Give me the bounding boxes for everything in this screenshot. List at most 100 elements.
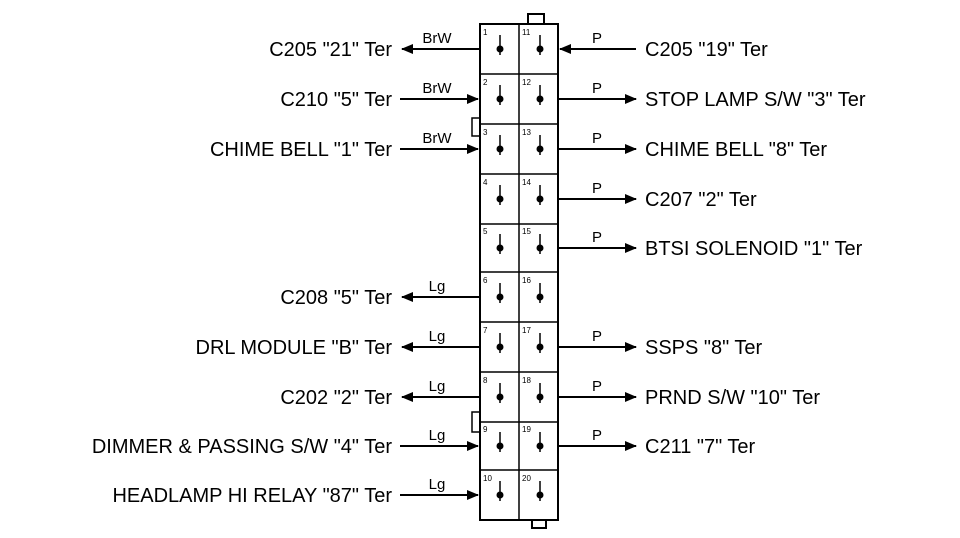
pin-12: 12	[522, 78, 544, 105]
pin-3: 3	[483, 128, 504, 155]
housing-top-tab	[527, 13, 545, 25]
wire-color-label: Lg	[429, 427, 446, 444]
pin-dot	[496, 293, 504, 301]
circuit-label: CHIME BELL "8" Ter	[645, 139, 827, 161]
wire-color-label: Lg	[429, 378, 446, 395]
pin-dot	[496, 244, 504, 252]
pin-dot	[496, 343, 504, 351]
pin-number: 13	[522, 128, 531, 137]
pin-dot	[536, 343, 544, 351]
pin-1: 1	[483, 28, 504, 55]
wire-color-label: P	[592, 30, 602, 47]
pin-dot	[536, 442, 544, 450]
circuit-label: C210 "5" Ter	[280, 89, 392, 111]
housing-bottom-tab	[531, 519, 547, 529]
pin-number: 15	[522, 227, 531, 236]
left-circuit-pin-6: C208 "5" Ter Lg	[280, 278, 480, 309]
pin-15: 15	[522, 227, 544, 254]
pin-number: 18	[522, 376, 531, 385]
pin-11: 11	[522, 28, 544, 55]
left-circuit-pin-1: C205 "21" Ter BrW	[269, 30, 480, 61]
pin-14: 14	[522, 178, 544, 205]
circuit-label: CHIME BELL "1" Ter	[210, 139, 392, 161]
pin-dot	[536, 45, 544, 53]
right-circuit-pin-15: BTSI SOLENOID "1" Ter P	[558, 229, 863, 260]
circuit-label: DRL MODULE "B" Ter	[196, 337, 393, 359]
pin-6: 6	[483, 276, 504, 303]
pin-number: 1	[483, 28, 488, 37]
pin-13: 13	[522, 128, 544, 155]
right-circuit-pin-19: C211 "7" Ter P	[558, 427, 756, 458]
left-circuit-pin-10: HEADLAMP HI RELAY "87" Ter Lg	[112, 476, 479, 507]
wire-color-label: BrW	[422, 30, 452, 47]
pin-9: 9	[483, 425, 504, 452]
pin-7: 7	[483, 326, 504, 353]
pin-number: 2	[483, 78, 488, 87]
pin-number: 14	[522, 178, 531, 187]
wire-color-label: Lg	[429, 476, 446, 493]
pin-number: 11	[522, 28, 531, 37]
pin-number: 9	[483, 425, 488, 434]
wire-color-label: P	[592, 130, 602, 147]
pin-dot	[536, 293, 544, 301]
pin-dot	[536, 244, 544, 252]
pin-dot	[536, 145, 544, 153]
pin-number: 5	[483, 227, 488, 236]
pin-number: 4	[483, 178, 488, 187]
pin-18: 18	[522, 376, 544, 403]
circuit-label: STOP LAMP S/W "3" Ter	[645, 89, 866, 111]
circuit-label: C207 "2" Ter	[645, 189, 757, 211]
circuit-label: HEADLAMP HI RELAY "87" Ter	[112, 485, 392, 507]
circuit-label: PRND S/W "10" Ter	[645, 387, 820, 409]
pin-dot	[496, 491, 504, 499]
pin-number: 16	[522, 276, 531, 285]
right-circuit-pin-12: STOP LAMP S/W "3" Ter P	[558, 80, 866, 111]
pin-8: 8	[483, 376, 504, 403]
circuit-label: BTSI SOLENOID "1" Ter	[645, 238, 863, 260]
circuit-label: C211 "7" Ter	[645, 436, 756, 458]
wire-color-label: Lg	[429, 278, 446, 295]
wire-color-label: P	[592, 80, 602, 97]
circuit-label: SSPS "8" Ter	[645, 337, 763, 359]
circuit-label: C205 "21" Ter	[269, 39, 392, 61]
pin-19: 19	[522, 425, 544, 452]
wire-color-label: P	[592, 427, 602, 444]
wire-color-label: P	[592, 229, 602, 246]
pin-number: 19	[522, 425, 531, 434]
pin-5: 5	[483, 227, 504, 254]
pin-20: 20	[522, 474, 544, 501]
pin-number: 20	[522, 474, 531, 483]
pin-number: 12	[522, 78, 531, 87]
pin-17: 17	[522, 326, 544, 353]
housing-latch-upper	[471, 117, 481, 137]
left-circuit-pin-7: DRL MODULE "B" Ter Lg	[196, 328, 480, 359]
wire-color-label: P	[592, 180, 602, 197]
pin-dot	[496, 45, 504, 53]
left-circuit-pin-2: C210 "5" Ter BrW	[280, 80, 479, 111]
pin-number: 6	[483, 276, 488, 285]
pin-number: 3	[483, 128, 488, 137]
pin-4: 4	[483, 178, 504, 205]
pin-dot	[536, 95, 544, 103]
pin-10: 10	[483, 474, 504, 501]
pin-dot	[536, 491, 544, 499]
wire-color-label: BrW	[422, 80, 452, 97]
pin-number: 8	[483, 376, 488, 385]
wire-color-label: Lg	[429, 328, 446, 345]
right-circuit-pin-13: CHIME BELL "8" Ter P	[558, 130, 827, 161]
pin-dot	[496, 195, 504, 203]
circuit-label: C208 "5" Ter	[280, 287, 392, 309]
wire-color-label: P	[592, 378, 602, 395]
pin-number: 17	[522, 326, 531, 335]
pin-dot	[496, 393, 504, 401]
right-circuit-pin-18: PRND S/W "10" Ter P	[558, 378, 820, 409]
pin-dot	[536, 195, 544, 203]
